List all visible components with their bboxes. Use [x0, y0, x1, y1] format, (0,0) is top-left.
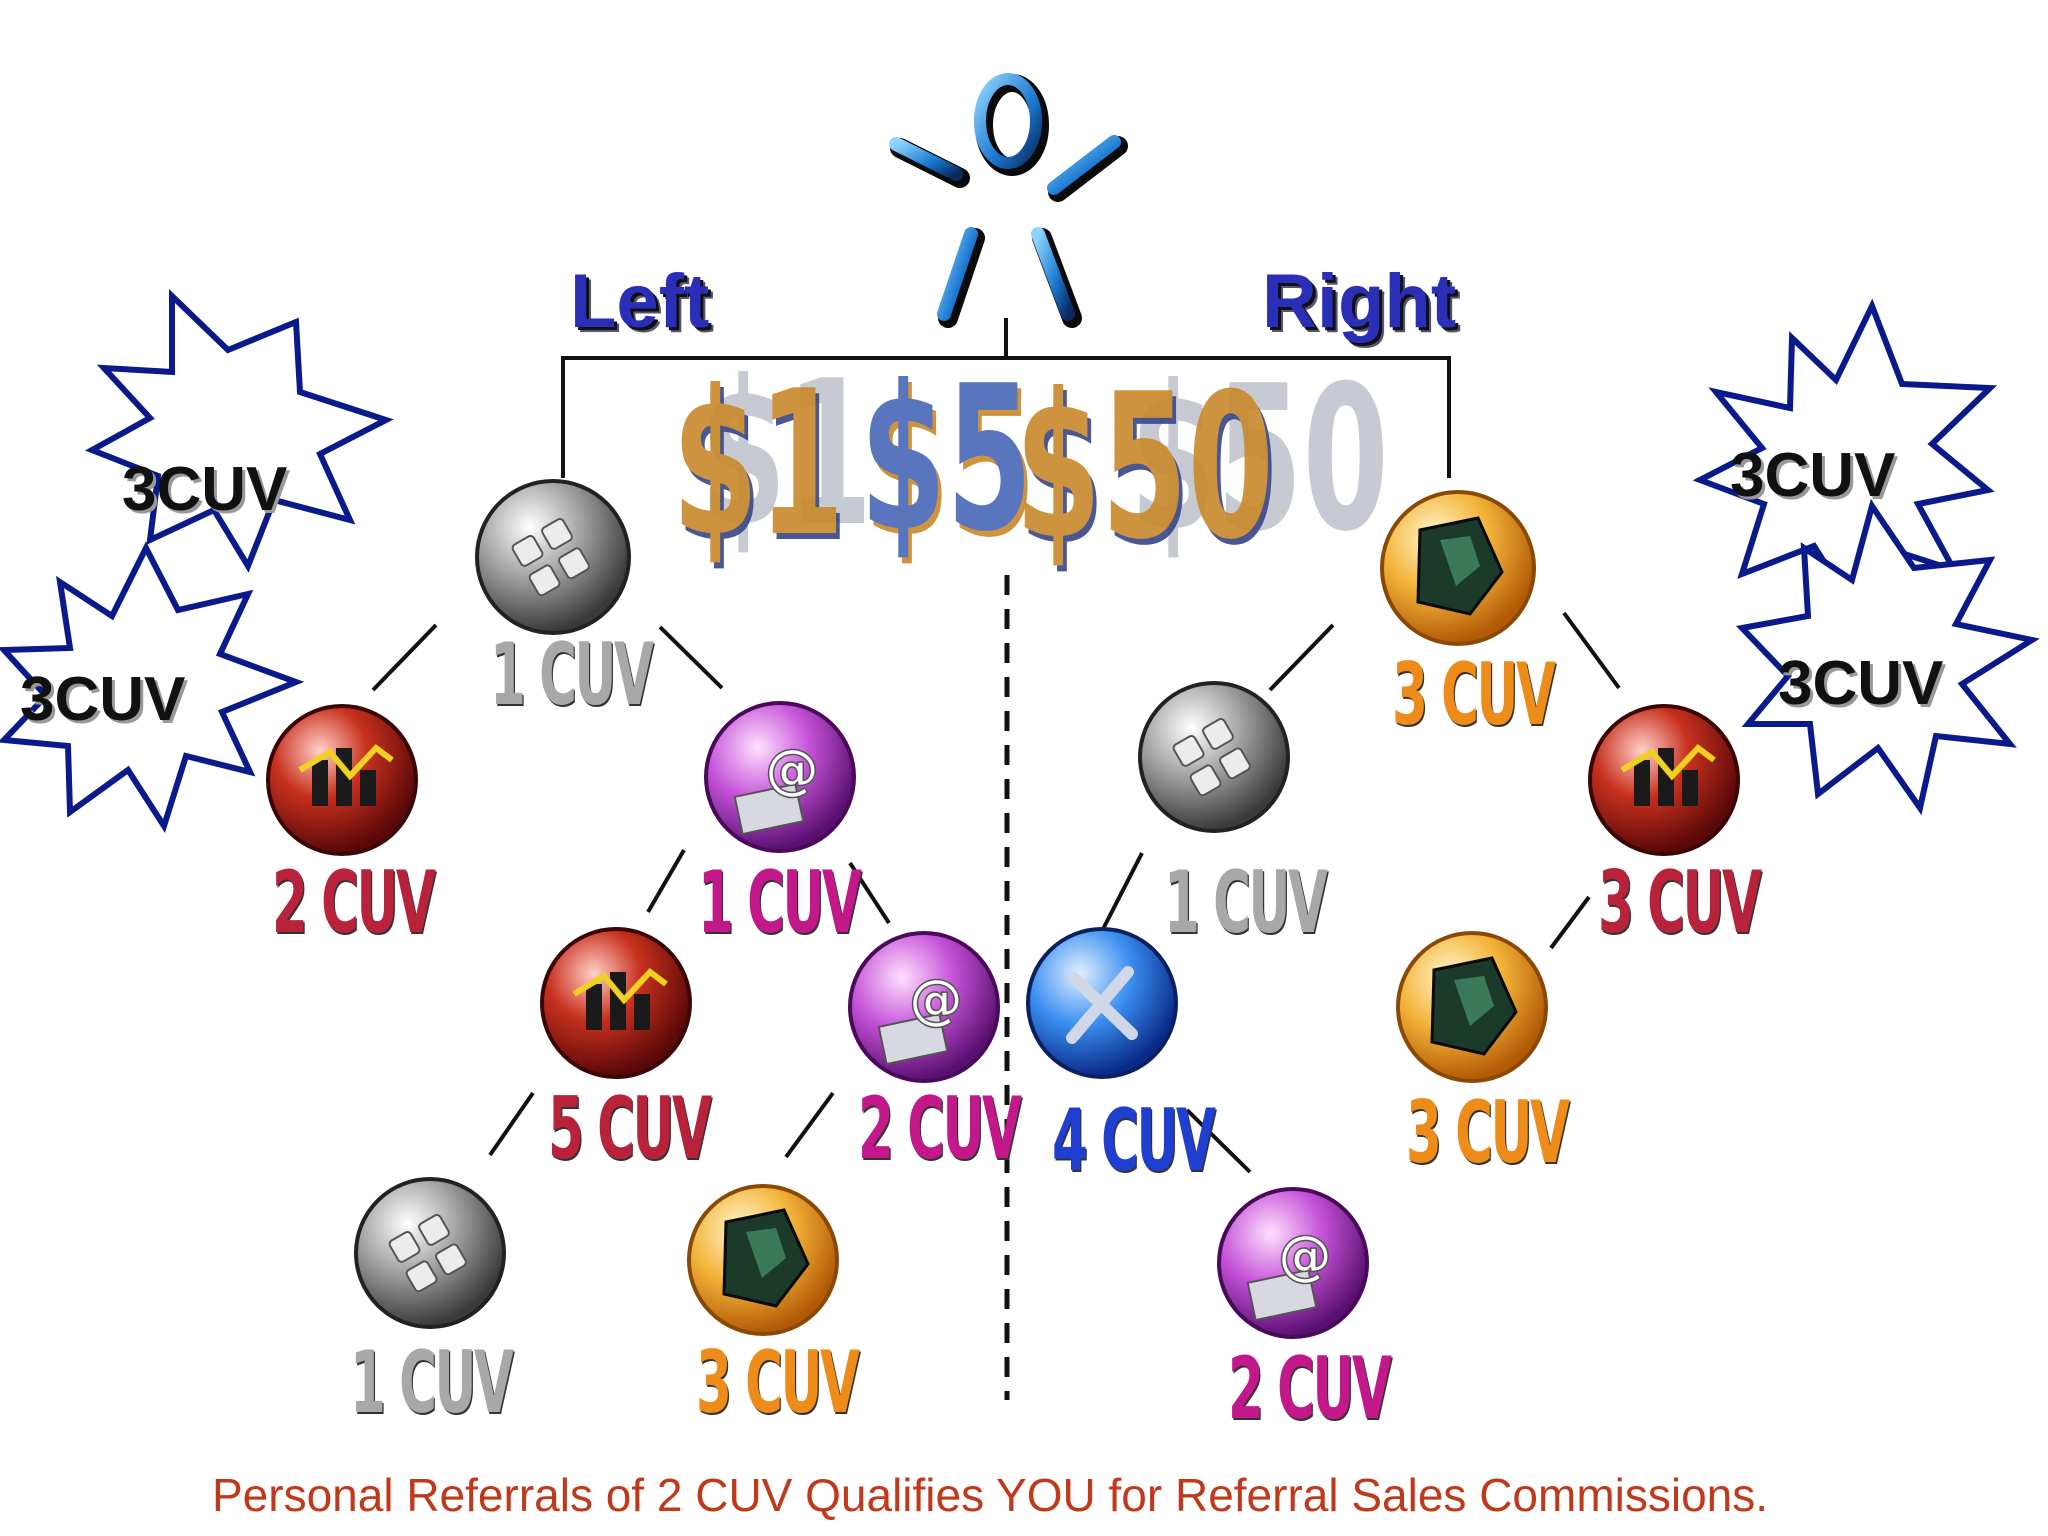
starburst-1: [84, 288, 394, 573]
burst-label-4: 3CUV: [1778, 649, 1944, 718]
chart-icon: [572, 967, 668, 1030]
grid-icon: [1172, 717, 1251, 797]
cuv-label-l2a: 5 CUV: [548, 1079, 712, 1179]
amount-1: $1: [672, 348, 845, 581]
cuv-label-l3b: 3 CUV: [696, 1333, 860, 1433]
svg-text:@: @: [909, 968, 963, 1031]
right-heading: Right: [1262, 259, 1457, 344]
grid-icon: [388, 1213, 467, 1293]
chart-icon: [298, 743, 394, 806]
cuv-label-r2a: 4 CUV: [1052, 1091, 1216, 1191]
burst-label-3: 3CUV: [1730, 441, 1896, 510]
amount-2: $5: [860, 343, 1033, 576]
cuv-label-right-root: 3 CUV: [1392, 645, 1556, 745]
cuv-label-l2b: 2 CUV: [858, 1079, 1022, 1179]
puzzle-icon: [1416, 516, 1504, 616]
node-l3b: [687, 1184, 839, 1336]
node-r3a: @: [1217, 1187, 1369, 1339]
cuv-label-left-root: 1 CUV: [490, 625, 654, 725]
amount-ghost-1: $1: [700, 338, 873, 571]
email-icon: @: [1246, 1223, 1333, 1322]
svg-text:@: @: [1278, 1224, 1332, 1287]
cuv-label-l1a: 2 CUV: [272, 853, 436, 953]
cuv-label-l1b: 1 CUV: [698, 853, 862, 953]
amount-3: $50: [1015, 351, 1274, 584]
starburst-4: [1735, 498, 2040, 816]
email-icon: @: [877, 967, 964, 1066]
email-icon: @: [733, 737, 820, 836]
cuv-label-r2b: 3 CUV: [1406, 1083, 1570, 1183]
svg-text:@: @: [765, 738, 819, 801]
left-heading: Left: [570, 259, 710, 344]
node-l1a: [266, 704, 418, 856]
burst-label-2: 3CUV: [20, 665, 186, 734]
node-l2b: @: [848, 931, 1000, 1083]
chart-icon: [1620, 743, 1716, 806]
puzzle-icon: [1430, 956, 1518, 1056]
node-l3a: [354, 1177, 506, 1329]
starburst-3: [1692, 298, 1998, 613]
cuv-label-l3a: 1 CUV: [350, 1333, 514, 1433]
cuv-label-r1a: 1 CUV: [1164, 853, 1328, 953]
node-right-root: [1380, 490, 1536, 646]
starburst-2: [0, 541, 305, 834]
grid-icon: [511, 517, 590, 597]
cuv-label-r3a: 2 CUV: [1228, 1339, 1392, 1439]
top-bracket: [561, 318, 1451, 478]
node-r2a: [1026, 927, 1178, 1079]
connector-lines: [371, 611, 1621, 1174]
person-icon: [889, 73, 1128, 328]
node-r2b: [1396, 931, 1548, 1083]
burst-label-1: 3CUV: [122, 455, 288, 524]
amount-ghost-2: $50: [1130, 343, 1389, 576]
puzzle-icon: [722, 1208, 810, 1308]
footer-caption: Personal Referrals of 2 CUV Qualifies YO…: [212, 1469, 1769, 1521]
node-l1b: @: [704, 701, 856, 853]
cuv-label-r1b: 3 CUV: [1598, 853, 1762, 953]
node-r1b: [1588, 704, 1740, 856]
node-left-root: [475, 479, 631, 635]
node-l2a: [540, 927, 692, 1079]
tools-icon: [1066, 966, 1138, 1044]
node-r1a: [1138, 681, 1290, 833]
